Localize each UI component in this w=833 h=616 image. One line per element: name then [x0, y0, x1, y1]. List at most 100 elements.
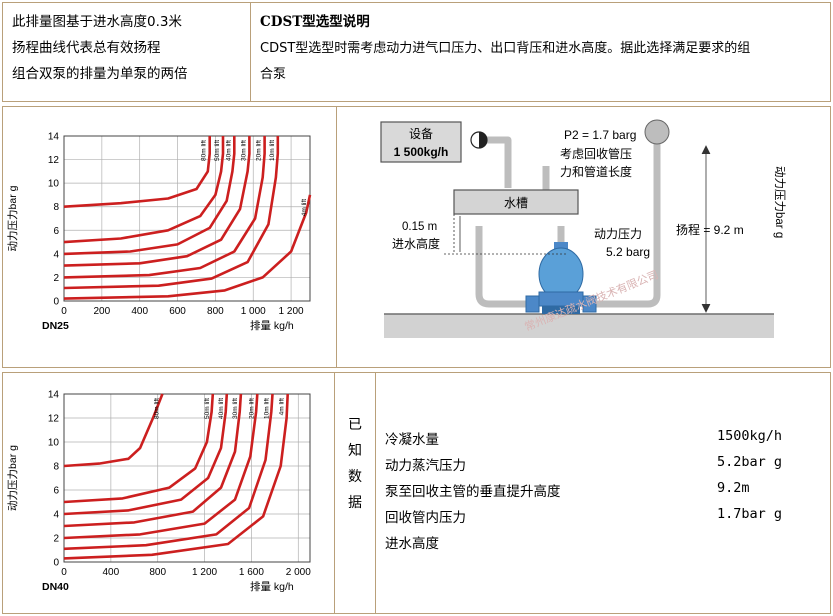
series-label: 50m lift [204, 398, 211, 419]
known-label: 进水高度 [385, 536, 439, 552]
series-label: 80m lift [153, 398, 160, 419]
water-tank [453, 189, 579, 215]
tank-label: 水槽 [504, 196, 528, 210]
known-heading-cell [334, 372, 376, 614]
y-tick-label: 4 [53, 510, 59, 521]
known-row-inlet-height: 进水高度 [375, 532, 825, 558]
p2-note-2: 力和管道长度 [560, 164, 632, 179]
known-heading-char-3: 数 [348, 469, 362, 485]
x-tick-label: 0 [61, 306, 67, 317]
series-label: 4m lift [301, 199, 308, 217]
known-row-lift: 泵至回收主管的垂直提升高度 9.2m [375, 480, 825, 506]
y-tick-label: 0 [53, 297, 59, 308]
series-label: 80m lift [201, 140, 208, 161]
series-label: 20m lift [256, 140, 263, 161]
y-tick-label: 6 [53, 226, 59, 237]
y-tick-label: 12 [48, 155, 60, 166]
y-tick-label: 14 [48, 390, 60, 401]
x-tick-label: 1 000 [241, 306, 266, 317]
diagram-side-label: 动力压力bar g [773, 166, 786, 238]
lift-dimension [701, 145, 711, 313]
known-label: 动力蒸汽压力 [385, 458, 466, 474]
series-line [63, 393, 259, 540]
inlet-height-value: 0.15 m [402, 221, 437, 233]
y-tick-label: 8 [53, 462, 59, 473]
y-tick-label: 2 [53, 273, 59, 284]
series-label: 50m lift [214, 140, 221, 161]
x-tick-label: 600 [169, 306, 186, 317]
y-tick-label: 8 [53, 202, 59, 213]
y-axis-label: 动力压力bar g [6, 445, 19, 511]
x-tick-label: 1 200 [192, 567, 217, 578]
series-line [63, 136, 266, 279]
series-label: 30m lift [232, 398, 239, 419]
known-row-steam-pressure: 动力蒸汽压力 5.2bar g [375, 454, 825, 480]
known-label: 泵至回收主管的垂直提升高度 [385, 484, 561, 500]
p2-note-1: 考虑回收管压 [560, 146, 632, 161]
known-heading: 已 知 数 据 [344, 412, 366, 516]
known-heading-char-4: 据 [348, 495, 362, 511]
series-line [63, 136, 280, 290]
y-tick-label: 14 [48, 132, 60, 143]
selection-title: CDST型选型说明 [260, 14, 370, 30]
header-note-1: 此排量图基于进水高度0.3米 [12, 14, 182, 30]
system-diagram: 设备 1 500kg/h 水槽 0.15 m 进水高度 扬程 = 9.2 m P… [380, 119, 786, 338]
known-data-list: 冷凝水量 1500kg/h 动力蒸汽压力 5.2bar g 泵至回收主管的垂直提… [375, 428, 831, 578]
series-line [63, 136, 211, 208]
header-left-cell [2, 2, 251, 102]
known-heading-char-1: 已 [348, 417, 362, 433]
series-label: 40m lift [218, 398, 225, 419]
x-axis-label: 排量 kg/h [250, 319, 294, 332]
equipment-box [380, 121, 462, 163]
floor [384, 314, 774, 338]
known-value: 1500kg/h [717, 428, 783, 444]
y-tick-label: 10 [48, 179, 60, 190]
x-tick-label: 800 [207, 306, 224, 317]
known-value: 1.7bar g [717, 506, 783, 522]
selection-text-2: 合泵 [260, 67, 287, 82]
series-label: 10m lift [269, 140, 276, 161]
y-tick-label: 10 [48, 438, 60, 449]
selection-text-1: CDST型选型时需考虑动力进气口压力、出口背压和进水高度。据此选择满足要求的组 [260, 41, 751, 56]
header-note-2: 扬程曲线代表总有效扬程 [12, 40, 161, 56]
known-heading-char-2: 知 [348, 443, 362, 459]
y-axis-label: 动力压力bar g [6, 185, 19, 251]
x-tick-label: 0 [61, 567, 67, 578]
known-label: 回收管内压力 [385, 510, 466, 526]
series-line [63, 136, 251, 267]
x-tick-label: 1 200 [279, 306, 304, 317]
series-line [63, 393, 229, 516]
plot-frame [63, 135, 311, 302]
x-tick-label: 2 000 [286, 567, 311, 578]
known-value: 9.2m [717, 480, 750, 496]
motive-value: 5.2 barg [606, 245, 650, 259]
trap-icon-fill [479, 132, 487, 148]
x-axis-label: 排量 kg/h [250, 580, 294, 593]
inlet-height-label: 进水高度 [392, 236, 440, 251]
p2-label: P2 = 1.7 barg [564, 128, 636, 142]
y-tick-label: 2 [53, 534, 59, 545]
x-tick-label: 400 [103, 567, 120, 578]
known-label: 冷凝水量 [385, 432, 439, 448]
series-label: 10m lift [264, 398, 271, 419]
header-right-cell [250, 2, 831, 102]
known-data-cell [375, 372, 831, 614]
header-note-3: 组合双泵的排量为单泵的两倍 [12, 66, 188, 82]
y-tick-label: 6 [53, 486, 59, 497]
model-label: DN25 [42, 320, 69, 332]
series-line [63, 393, 289, 560]
x-tick-label: 1 600 [239, 567, 264, 578]
series-line [63, 393, 215, 504]
known-row-condensate: 冷凝水量 1500kg/h [375, 428, 825, 454]
series-line [63, 393, 274, 551]
lift-label: 扬程 = 9.2 m [676, 222, 744, 237]
series-line [63, 194, 312, 300]
x-tick-label: 200 [94, 306, 111, 317]
series-label: 40m lift [225, 140, 232, 161]
chart-dn40-cell [2, 372, 335, 614]
known-row-return-pressure: 回收管内压力 1.7bar g [375, 506, 825, 532]
known-value: 5.2bar g [717, 454, 783, 470]
series-label: 20m lift [248, 398, 255, 419]
